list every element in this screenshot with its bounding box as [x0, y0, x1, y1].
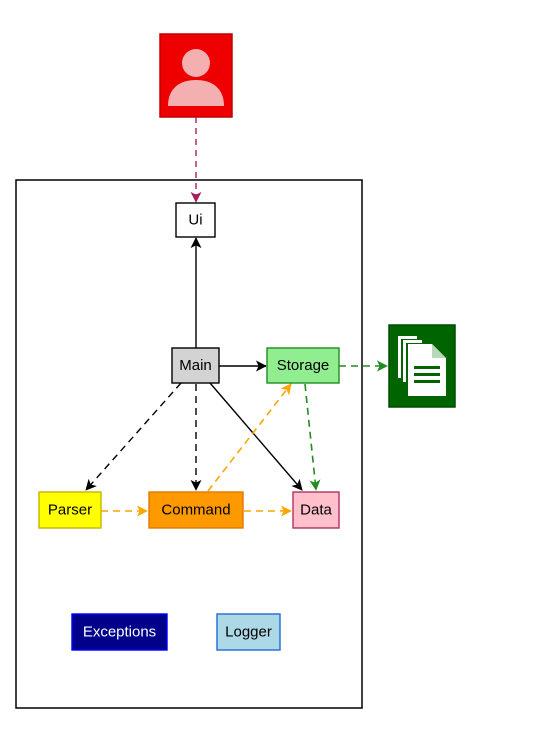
logger-box	[216, 613, 281, 651]
main-label: Main	[179, 357, 212, 374]
system-boundary	[15, 179, 363, 709]
user-icon	[168, 49, 224, 106]
data-label: Data	[300, 501, 332, 518]
parser-box	[38, 491, 102, 529]
node-storage: Storage	[266, 347, 340, 384]
node-parser: Parser	[38, 491, 102, 529]
data-box	[292, 491, 340, 529]
node-data: Data	[292, 491, 340, 529]
main-box	[171, 347, 220, 384]
storage-label: Storage	[277, 357, 330, 374]
logger-label: Logger	[225, 623, 272, 640]
command-box	[148, 491, 244, 529]
node-main: Main	[171, 347, 220, 384]
exceptions-box	[71, 613, 168, 651]
command-label: Command	[161, 501, 230, 518]
exceptions-label: Exceptions	[83, 623, 156, 640]
user-actor	[159, 33, 233, 118]
file-node	[388, 324, 456, 408]
edge-main-to-parser	[85, 382, 182, 491]
ui-box	[175, 202, 216, 238]
edge-command-to-storage	[207, 383, 292, 492]
node-exceptions: Exceptions	[71, 613, 168, 651]
node-logger: Logger	[216, 613, 281, 651]
edge-main-to-data	[209, 382, 303, 491]
node-ui: Ui	[175, 202, 216, 238]
document-icon	[398, 336, 446, 396]
node-command: Command	[148, 491, 244, 529]
parser-label: Parser	[48, 501, 92, 518]
ui-label: Ui	[188, 211, 202, 228]
edges	[85, 117, 388, 517]
storage-box	[266, 347, 340, 384]
edge-storage-to-data	[304, 383, 321, 491]
